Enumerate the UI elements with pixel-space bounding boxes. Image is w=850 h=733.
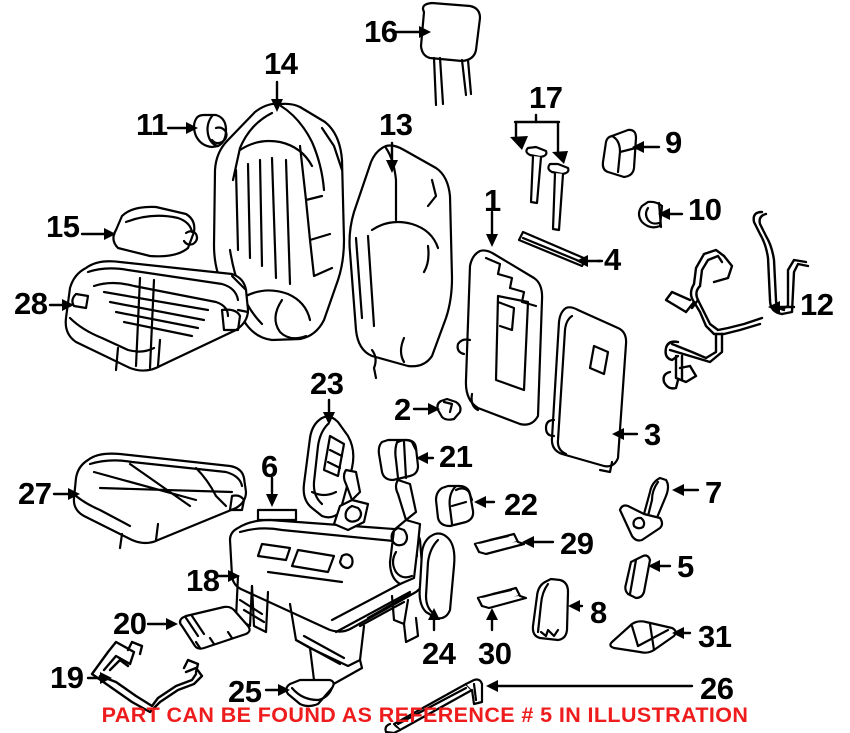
part-21-hinge-cover [377,438,420,482]
callout-24: 24 [422,636,456,671]
reference-note: PART CAN BE FOUND AS REFERENCE # 5 IN IL… [101,703,749,727]
leader-31 [672,627,692,639]
leader-25 [264,684,290,696]
leader-23 [323,398,335,425]
part-23-recliner-cover [302,415,355,519]
part-28-seat-cushion-upper [64,260,250,372]
part-7-latch-lever [618,476,670,542]
part-22-pivot-cover [434,484,475,528]
part-18-seat-frame-track [228,468,425,688]
leader-16 [394,26,431,38]
callout-27: 27 [18,476,52,511]
callout-5: 5 [677,549,694,584]
leader-14 [271,80,283,112]
callout-12: 12 [800,287,834,322]
leader-24 [428,608,440,632]
leader-17 [510,113,568,164]
part-19-wire-bracket [90,640,204,714]
callout-13: 13 [379,107,413,142]
leader-27 [52,488,80,500]
leader-2 [412,403,440,415]
part-26-release-rod [384,678,484,733]
callout-1: 1 [484,183,501,218]
part-16-headrest [419,1,482,107]
callout-6: 6 [261,449,278,484]
part-20-floor-cover-plate [178,605,251,650]
part-14-seat-back-cover [212,102,346,342]
leader-28 [48,299,74,311]
part-11-recliner-knob [192,113,228,149]
part-9-trim-cap [601,128,638,179]
callout-3: 3 [644,417,661,452]
leader-6 [266,476,278,507]
callout-22: 22 [504,487,538,522]
part-4-trim-strip [517,230,588,268]
callout-7: 7 [705,475,722,510]
leader-15 [80,228,116,240]
part-13-seat-back-pad [348,144,454,380]
leader-26 [486,680,694,692]
leader-8 [568,600,584,612]
part-10-round-cap [637,200,664,229]
leader-3 [612,428,639,440]
part-12-wire-frame-assembly [662,210,810,390]
leader-5 [648,560,672,572]
callout-28: 28 [14,286,48,321]
callout-23: 23 [310,366,344,401]
callout-2: 2 [394,392,411,427]
part-24-handle-cover [418,532,456,620]
leader-29 [522,536,555,548]
leader-7 [672,484,700,496]
part-30-rail-trim-right [476,586,528,610]
callout-14: 14 [264,46,298,81]
callout-29: 29 [560,526,594,561]
part-5-bracket-small [624,554,652,600]
leader-10 [658,208,684,220]
part-29-rail-trim-left [473,532,526,556]
leader-18 [214,570,240,582]
callout-9: 9 [665,125,682,160]
callout-20: 20 [113,606,147,641]
part-8-side-trim-panel [531,577,570,642]
leader-4 [576,255,604,267]
leader-30 [486,608,498,632]
callout-10: 10 [688,192,722,227]
callout-16: 16 [364,14,398,49]
callout-26: 26 [700,671,734,706]
part-17-bolts-pair [525,145,570,232]
callout-31: 31 [698,619,732,654]
leader-19 [86,672,112,684]
leader-11 [166,122,198,134]
callout-19: 19 [50,660,84,695]
callout-11: 11 [136,107,168,142]
part-31-wedge-trim [609,620,677,654]
part-2-small-clip [436,397,462,421]
callout-4: 4 [604,242,621,277]
part-1-seat-back-frame [456,249,544,426]
leader-13 [386,141,398,173]
leader-12 [768,301,796,313]
leader-1 [486,210,498,247]
callout-17: 17 [529,80,563,115]
callout-25: 25 [228,674,262,709]
leader-21 [416,452,435,464]
leader-22 [474,496,496,508]
part-3-seat-back-panel [544,306,628,474]
callout-15: 15 [46,209,80,244]
leader-20 [146,618,178,630]
callout-30: 30 [478,636,512,671]
part-15-armrest [112,205,199,258]
callout-21: 21 [439,439,473,474]
part-27-seat-cushion-pad [72,452,248,550]
part-6-flat-shim [256,508,298,522]
leader-9 [632,141,661,153]
callout-18: 18 [186,563,220,598]
callout-8: 8 [590,595,607,630]
